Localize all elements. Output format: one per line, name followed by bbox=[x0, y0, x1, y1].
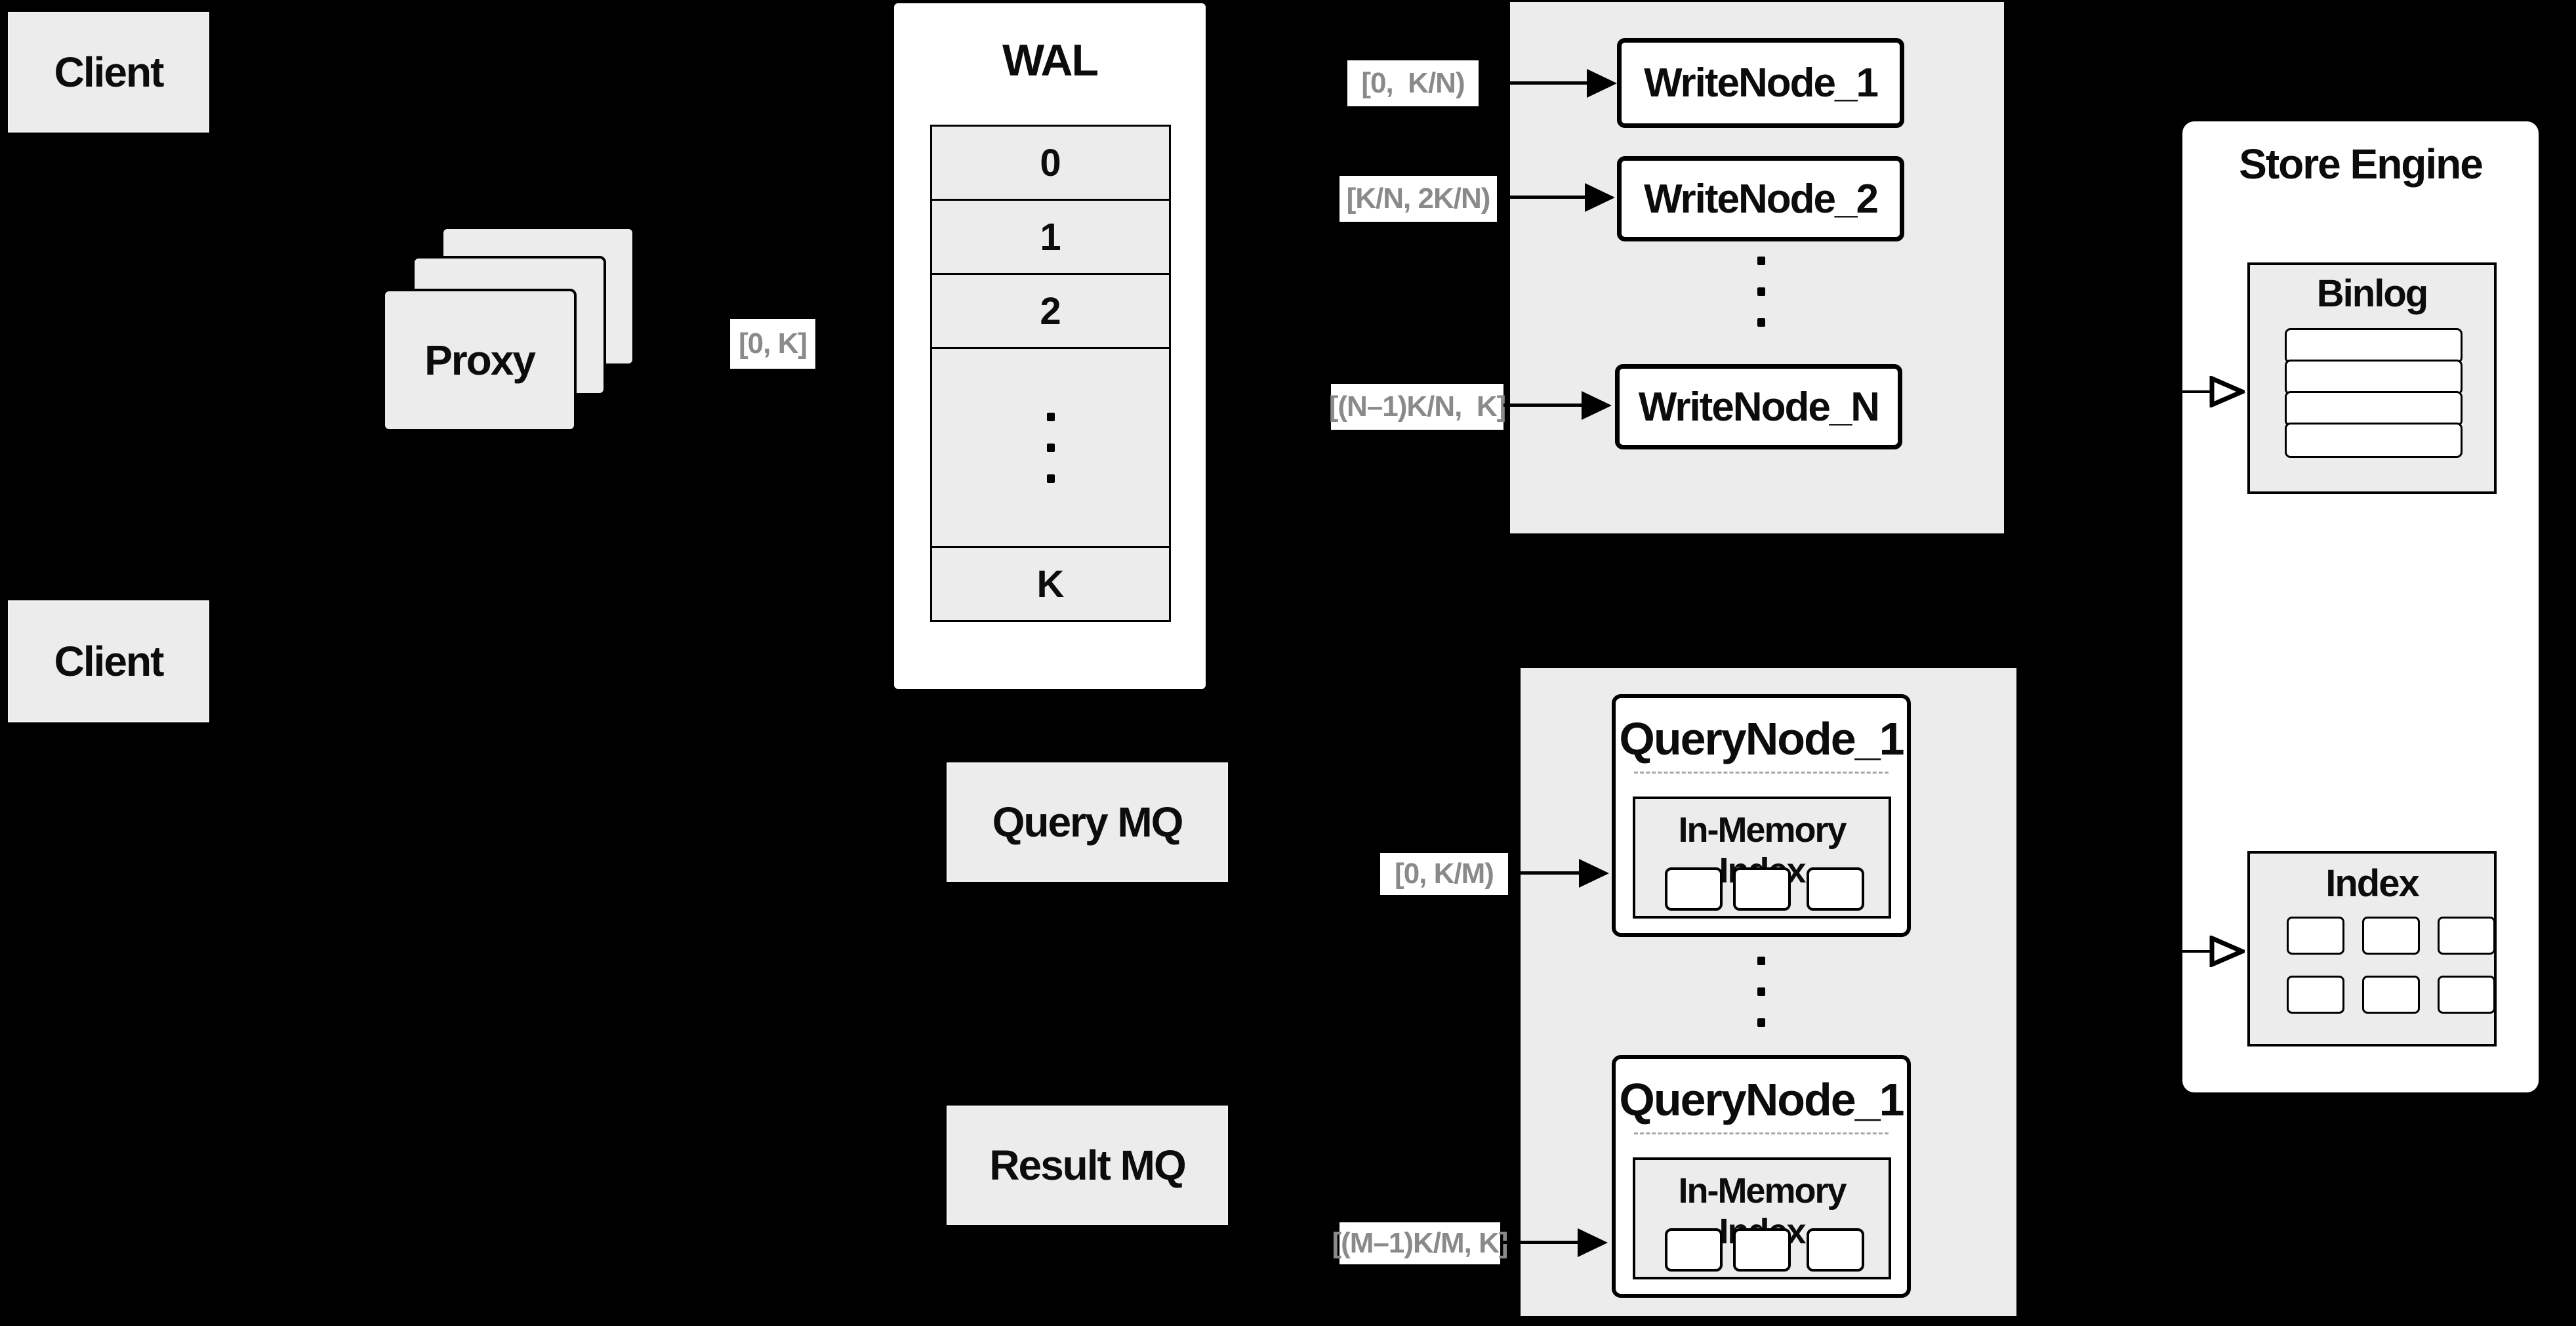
query-node-panel: QueryNode_1 In-Memory Index QueryNode_1 … bbox=[1521, 668, 2016, 1316]
segment-cell bbox=[1733, 867, 1791, 911]
query-node-1-box: QueryNode_1 In-Memory Index bbox=[1612, 694, 1911, 937]
in-memory-index-box-1: In-Memory Index bbox=[1633, 797, 1891, 919]
proxy-card-front: Proxy bbox=[382, 289, 577, 432]
write-node-2-label: WriteNode_2 bbox=[1644, 176, 1879, 222]
divider-dashed bbox=[1634, 1132, 1889, 1134]
client-bottom-box: Client bbox=[8, 600, 209, 722]
index-cell bbox=[2362, 976, 2420, 1014]
arrow-shaft bbox=[1500, 1241, 1580, 1244]
range-label-query1-text: [0, K/M) bbox=[1395, 858, 1494, 890]
arrow-right-icon bbox=[1578, 1228, 1608, 1257]
range-label-queryM: [(M–1)K/M, K] bbox=[1332, 1222, 1509, 1264]
arrow-shaft bbox=[2182, 390, 2213, 393]
arrow-right-icon bbox=[1582, 391, 1612, 420]
result-mq-box: Result MQ bbox=[947, 1106, 1228, 1225]
write-node-2-box: WriteNode_2 bbox=[1617, 156, 1904, 241]
divider-dashed bbox=[1634, 772, 1889, 774]
arrow-shaft bbox=[1508, 871, 1581, 875]
write-node-1-label: WriteNode_1 bbox=[1644, 60, 1879, 106]
wal-row-0-label: 0 bbox=[1040, 141, 1061, 184]
index-cell bbox=[2362, 917, 2420, 955]
range-label-write1-text: [0, K/N) bbox=[1361, 67, 1465, 99]
range-label-proxy: [0, K] bbox=[730, 319, 815, 369]
binlog-title: Binlog bbox=[2316, 272, 2428, 315]
arrow-shaft bbox=[1503, 404, 1584, 407]
segment-cell bbox=[1733, 1228, 1791, 1272]
wal-row-2: 2 bbox=[932, 275, 1169, 349]
client-bottom-label: Client bbox=[54, 638, 165, 685]
ellipsis-dots-icon bbox=[1757, 957, 1765, 1027]
arrow-right-icon bbox=[1587, 69, 1617, 98]
range-label-writeN-text: [(N–1)K/N, K] bbox=[1328, 390, 1507, 423]
query-mq-label: Query MQ bbox=[992, 798, 1184, 846]
binlog-row bbox=[2285, 391, 2463, 426]
wal-row-k-label: K bbox=[1036, 562, 1065, 606]
index-cell bbox=[2438, 976, 2495, 1014]
store-engine-title: Store Engine bbox=[2239, 140, 2484, 188]
index-cell bbox=[2287, 917, 2344, 955]
wal-row-1: 1 bbox=[932, 201, 1169, 275]
query-node-2-box: QueryNode_1 In-Memory Index bbox=[1612, 1055, 1911, 1298]
wal-table: 0 1 2 K bbox=[930, 125, 1171, 622]
index-box: Index bbox=[2247, 851, 2497, 1046]
binlog-box: Binlog bbox=[2247, 262, 2497, 494]
result-mq-label: Result MQ bbox=[989, 1142, 1186, 1189]
write-node-n-box: WriteNode_N bbox=[1615, 364, 1902, 449]
segment-cell bbox=[1665, 1228, 1723, 1272]
client-top-label: Client bbox=[54, 49, 165, 96]
write-node-1-box: WriteNode_1 bbox=[1617, 38, 1904, 128]
range-label-queryM-text: [(M–1)K/M, K] bbox=[1332, 1227, 1508, 1259]
arrow-right-icon bbox=[1585, 183, 1615, 212]
binlog-row bbox=[2285, 360, 2463, 395]
in-memory-index-box-2: In-Memory Index bbox=[1633, 1157, 1891, 1279]
range-label-write2-text: [K/N, 2K/N) bbox=[1346, 182, 1491, 215]
store-engine-panel: Store Engine Binlog Index bbox=[2182, 121, 2539, 1092]
query-mq-box: Query MQ bbox=[947, 762, 1228, 882]
query-node-1-title: QueryNode_1 bbox=[1619, 713, 1904, 764]
wal-row-ellipsis bbox=[932, 349, 1169, 548]
wal-panel: WAL 0 1 2 K bbox=[894, 3, 1206, 689]
segment-cell bbox=[1807, 867, 1864, 911]
arrow-shaft bbox=[1479, 81, 1589, 85]
arrow-shaft bbox=[2182, 950, 2213, 953]
wal-row-2-label: 2 bbox=[1040, 289, 1061, 333]
write-node-n-label: WriteNode_N bbox=[1638, 384, 1880, 430]
index-cell bbox=[2287, 976, 2344, 1014]
query-node-2-title: QueryNode_1 bbox=[1619, 1074, 1904, 1125]
index-title: Index bbox=[2325, 862, 2420, 905]
range-label-writeN: [(N–1)K/N, K] bbox=[1328, 384, 1507, 430]
segment-cell bbox=[1665, 867, 1723, 911]
binlog-row bbox=[2285, 423, 2463, 458]
index-cell bbox=[2438, 917, 2495, 955]
proxy-label: Proxy bbox=[424, 337, 536, 384]
arrow-right-icon bbox=[1579, 859, 1609, 888]
open-arrow-right-icon bbox=[2209, 936, 2245, 967]
client-top-box: Client bbox=[8, 12, 209, 133]
ellipsis-dots-icon bbox=[1757, 257, 1765, 327]
ellipsis-dots-icon bbox=[1046, 412, 1055, 483]
range-label-query1: [0, K/M) bbox=[1380, 853, 1508, 895]
binlog-row bbox=[2285, 328, 2463, 363]
segment-cell bbox=[1807, 1228, 1864, 1272]
range-label-write2: [K/N, 2K/N) bbox=[1339, 176, 1497, 222]
wal-row-k: K bbox=[932, 548, 1169, 620]
range-label-write1: [0, K/N) bbox=[1347, 60, 1479, 106]
range-label-proxy-text: [0, K] bbox=[739, 327, 808, 360]
wal-row-0: 0 bbox=[932, 127, 1169, 201]
open-arrow-right-icon bbox=[2209, 376, 2245, 407]
wal-row-1-label: 1 bbox=[1040, 215, 1061, 259]
wal-title: WAL bbox=[1002, 35, 1099, 85]
arrow-shaft bbox=[1497, 196, 1587, 199]
